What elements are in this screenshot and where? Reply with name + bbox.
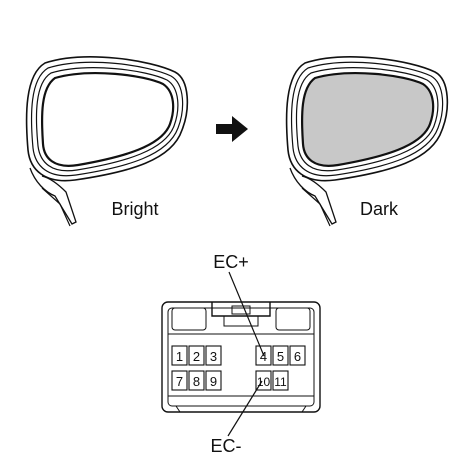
pins-row-1 (171, 345, 306, 366)
right-arrow-icon (216, 116, 248, 142)
ec-minus-leader-line (227, 380, 263, 437)
pins-row-2 (171, 370, 289, 391)
pin-label: 8 (193, 374, 200, 389)
pin-label-ec-plus: 4 (260, 349, 267, 364)
pin-label: 5 (277, 349, 284, 364)
bright-label: Bright (111, 199, 158, 219)
pin-label: 3 (210, 349, 217, 364)
mirror-dark (285, 56, 449, 227)
pin-label: 7 (176, 374, 183, 389)
pin-label-ec-minus: 10 (257, 375, 271, 389)
dark-label: Dark (360, 199, 399, 219)
ec-plus-leader-line (228, 271, 265, 357)
dark-glass (300, 72, 435, 167)
pin-label: 11 (274, 375, 287, 389)
ec-minus-label: EC- (211, 436, 242, 456)
ec-plus-label: EC+ (213, 252, 249, 272)
pin-label: 1 (176, 349, 183, 364)
mirror-bright (25, 56, 189, 227)
pin-label: 2 (193, 349, 200, 364)
pin-label: 6 (294, 349, 301, 364)
pin-label: 9 (210, 374, 217, 389)
